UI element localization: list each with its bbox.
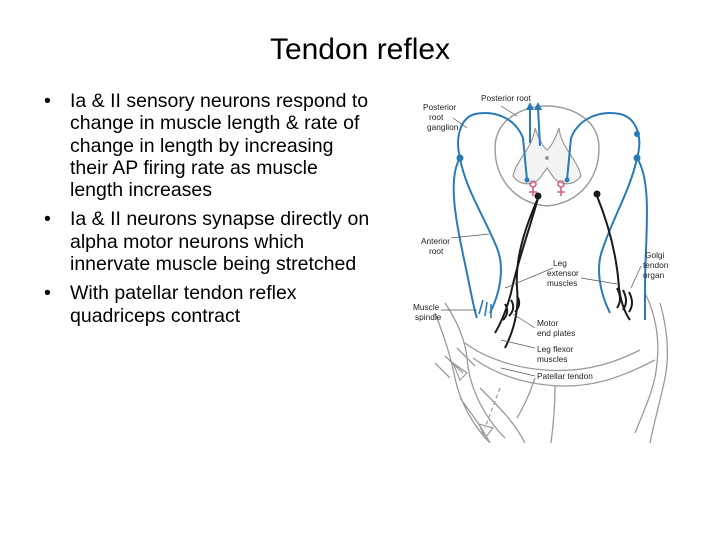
diagram-labels: Posterior root ganglion Posterior root A… bbox=[413, 93, 671, 381]
label-muscle-spindle: Muscle spindle bbox=[413, 302, 442, 322]
motor-neuron-somas bbox=[534, 190, 601, 200]
label-motor-end-plates: Motor end plates bbox=[537, 318, 575, 338]
sensory-neuron-somas bbox=[456, 102, 641, 183]
label-golgi-tendon-organ: Golgi tendon organ bbox=[643, 250, 671, 280]
bullet-list: Ia & II sensory neurons respond to chang… bbox=[42, 90, 372, 334]
arrowhead bbox=[477, 423, 495, 440]
label-patellar-tendon: Patellar tendon bbox=[537, 371, 593, 381]
bullet-item: With patellar tendon reflex quadriceps c… bbox=[42, 282, 372, 327]
slide-title: Tendon reflex bbox=[269, 33, 451, 66]
movement-arrow bbox=[451, 361, 468, 382]
motor-neurons bbox=[494, 195, 631, 349]
bullet-item: Ia & II sensory neurons respond to chang… bbox=[42, 90, 372, 201]
spinal-cord bbox=[494, 105, 600, 207]
label-anterior-root: Anterior root bbox=[421, 236, 452, 256]
label-posterior-root-ganglion: Posterior root ganglion bbox=[423, 102, 459, 132]
label-leader-lines bbox=[441, 105, 642, 377]
label-leg-flexor-muscles: Leg flexor muscles bbox=[537, 344, 576, 364]
motor-end-plates bbox=[502, 287, 633, 321]
leg-anatomy-outline bbox=[434, 292, 669, 443]
label-leg-extensor-muscles: Leg extensor muscles bbox=[547, 258, 581, 288]
tendon-reflex-diagram: Posterior root ganglion Posterior root A… bbox=[413, 93, 671, 443]
movement-arrow bbox=[484, 387, 501, 429]
label-posterior-root: Posterior root bbox=[481, 93, 531, 103]
interneurons bbox=[529, 180, 565, 196]
bullet-item: Ia & II neurons synapse directly on alph… bbox=[42, 208, 372, 275]
muscle-spindle bbox=[478, 299, 492, 318]
